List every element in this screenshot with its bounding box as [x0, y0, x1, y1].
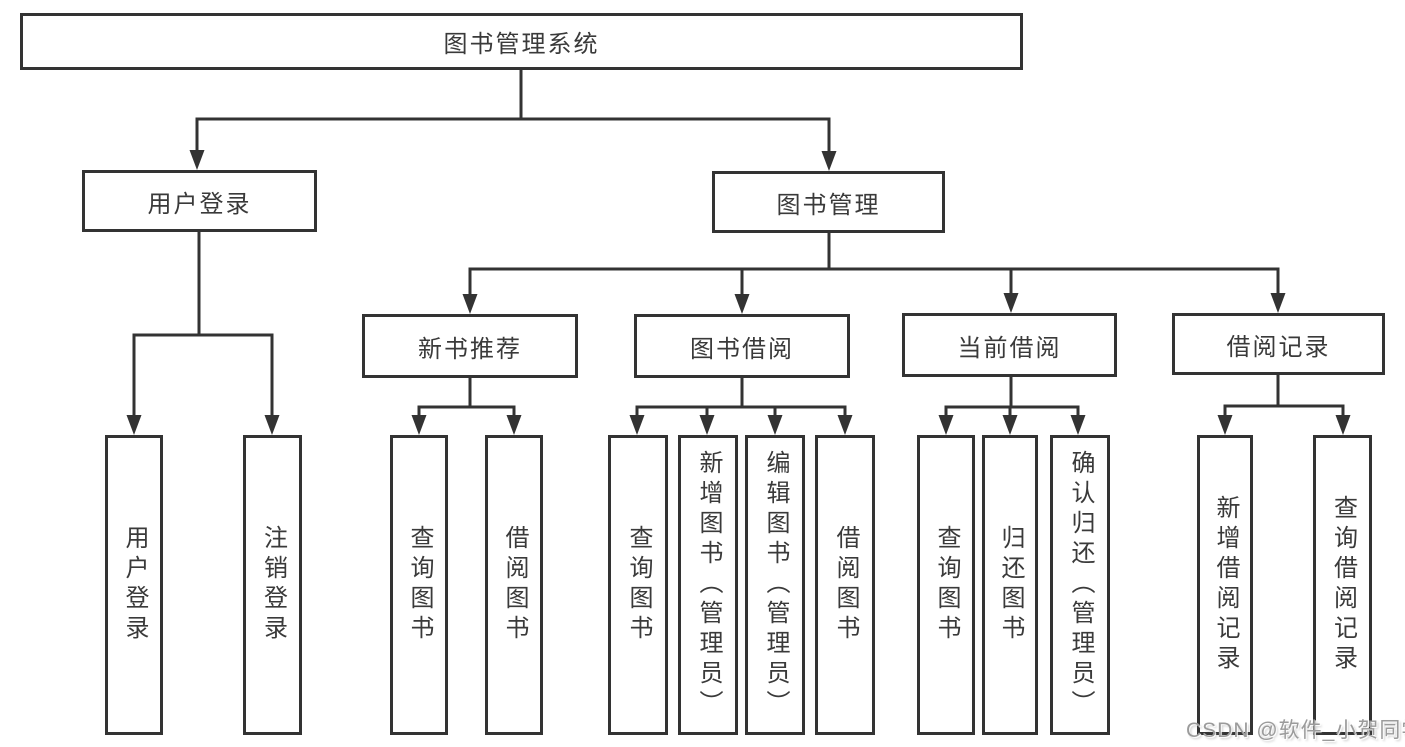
connector-user-login-group: [132, 232, 274, 423]
node-leaf-return-books: 归还图书: [982, 435, 1038, 735]
connector-new-book-group: [417, 378, 516, 423]
node-book-borrowing: 图书借阅: [634, 314, 850, 378]
node-leaf-borrow-books-2: 借阅图书: [815, 435, 875, 735]
node-leaf-query-books-3: 查询图书: [917, 435, 975, 735]
connector-book-borrowing-group: [635, 378, 847, 423]
arrowhead-new-book-recommend: [462, 294, 478, 314]
arrowhead-current-borrowing: [1003, 293, 1019, 313]
arrowhead-leaf-login: [126, 415, 142, 435]
node-leaf-query-books-2: 查询图书: [608, 435, 668, 735]
connector-level2: [195, 117, 831, 157]
node-borrowing-records: 借阅记录: [1172, 313, 1385, 375]
connector-current-borrowing-group: [944, 377, 1080, 423]
node-leaf-query-books-1: 查询图书: [390, 435, 448, 735]
arrowhead-book-borrowing: [734, 294, 750, 314]
node-leaf-confirm-return-admin: 确认归还（管理员）: [1050, 435, 1110, 735]
connector-borrowing-records-group: [1223, 375, 1345, 423]
arrowhead-book-management: [821, 151, 837, 171]
node-leaf-borrow-books-1: 借阅图书: [485, 435, 543, 735]
node-book-management: 图书管理: [712, 171, 945, 233]
node-leaf-add-borrow-record: 新增借阅记录: [1197, 435, 1253, 735]
node-leaf-logout: 注销登录: [243, 435, 302, 735]
arrowhead-borrowing-records: [1270, 293, 1286, 313]
node-leaf-query-borrow-record: 查询借阅记录: [1313, 435, 1372, 735]
arrowhead-leaf-logout: [264, 415, 280, 435]
node-current-borrowing: 当前借阅: [902, 313, 1117, 377]
node-user-login: 用户登录: [82, 170, 317, 232]
node-leaf-add-books-admin: 新增图书（管理员）: [678, 435, 738, 735]
connector-level3: [468, 233, 1280, 302]
node-new-book-recommend: 新书推荐: [362, 314, 578, 378]
arrowhead-user-login: [189, 150, 205, 170]
node-leaf-edit-books-admin: 编辑图书（管理员）: [745, 435, 805, 735]
node-leaf-user-login: 用户登录: [105, 435, 163, 735]
csdn-watermark: CSDN @软件_小贺同学: [1186, 719, 1405, 742]
node-root-title: 图书管理系统: [20, 13, 1023, 70]
